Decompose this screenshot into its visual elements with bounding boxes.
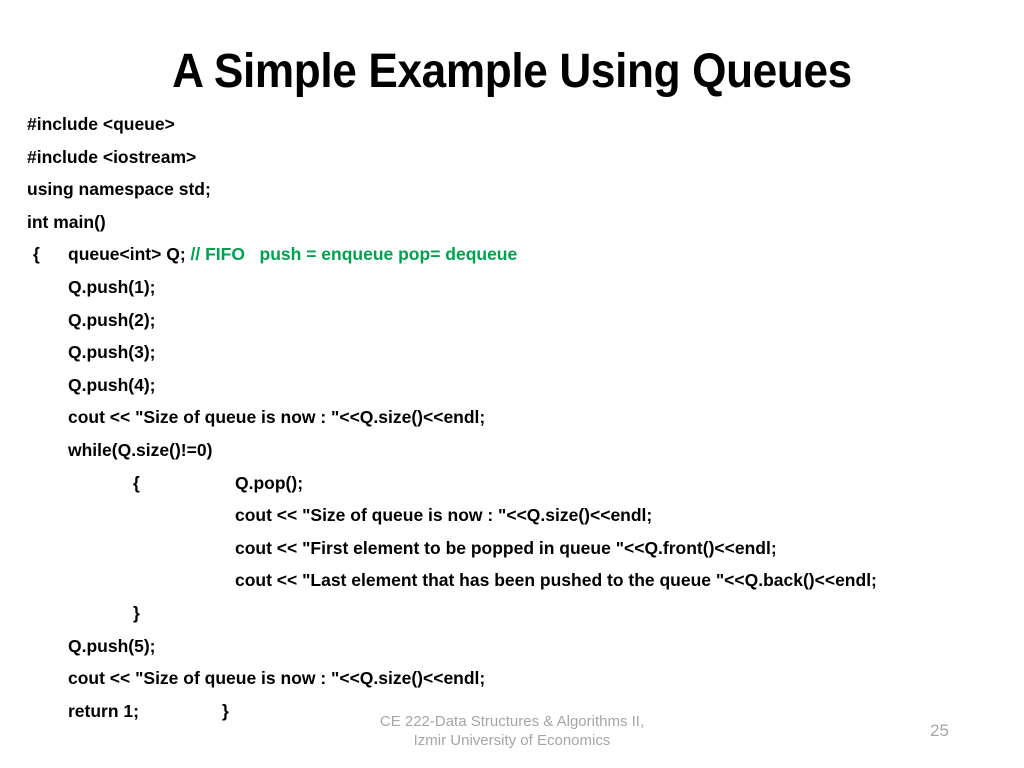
code-text: Q.push(2); — [68, 309, 156, 330]
code-line: cout << "Size of queue is now : "<<Q.siz… — [0, 662, 1024, 695]
code-line: int main() — [0, 206, 1024, 239]
footer-university-line: Izmir University of Economics — [413, 732, 611, 749]
code-text: #include <queue> — [27, 114, 175, 134]
code-line: Q.push(2); — [0, 304, 1024, 337]
code-text: #include <iostream> — [27, 146, 197, 167]
code-text: cout << "Size of queue is now : "<<Q.siz… — [235, 505, 653, 526]
code-text: Q.pop(); — [235, 472, 304, 493]
code-line: cout << "Last element that has been push… — [0, 564, 1024, 597]
code-line: #include <iostream> — [0, 141, 1024, 174]
page-title: A Simple Example Using Queues — [172, 45, 852, 98]
code-line: cout << "First element to be popped in q… — [0, 532, 1024, 565]
code-text: cout << "Size of queue is now : "<<Q.siz… — [68, 407, 486, 428]
code-line: Q.push(1); — [0, 271, 1024, 304]
page-number: 25 — [930, 721, 949, 740]
open-brace-main: { — [33, 244, 40, 265]
code-text: using namespace std; — [27, 179, 211, 200]
code-text: cout << "First element to be popped in q… — [235, 537, 777, 558]
code-text: Q.push(5); — [68, 635, 156, 656]
code-text: Q.push(1); — [68, 276, 156, 297]
code-text: Q.push(3); — [68, 342, 156, 363]
code-line: while(Q.size()!=0) — [0, 434, 1024, 467]
open-brace-while: { — [133, 472, 140, 493]
code-line: #include <queue> — [0, 108, 1024, 141]
code-block: #include <queue> #include <iostream> usi… — [0, 108, 1024, 727]
code-line: } — [0, 597, 1024, 630]
code-text: cout << "Last element that has been push… — [235, 570, 877, 591]
code-line: using namespace std; — [0, 173, 1024, 206]
code-text: return 1; — [68, 700, 139, 721]
code-line: cout << "Size of queue is now : "<<Q.siz… — [0, 401, 1024, 434]
code-line: Q.push(3); — [0, 336, 1024, 369]
code-line: Q.push(4); — [0, 369, 1024, 402]
code-comment: // FIFO push = enqueue pop= dequeue — [190, 244, 518, 265]
code-text: while(Q.size()!=0) — [68, 439, 213, 460]
code-line: { Q.pop(); — [0, 467, 1024, 500]
code-text: int main() — [27, 211, 106, 232]
close-brace-main: } — [221, 700, 229, 721]
code-line: cout << "Size of queue is now : "<<Q.siz… — [0, 499, 1024, 532]
slide-footer: CE 222-Data Structures & Algorithms II, … — [312, 712, 712, 750]
code-text: queue<int> Q; — [68, 244, 191, 265]
code-line: return 1;} — [0, 695, 1024, 728]
code-text: Q.push(4); — [68, 374, 156, 395]
code-line: { queue<int> Q; // FIFO push = enqueue po… — [0, 238, 1024, 271]
close-brace-while: } — [133, 602, 140, 623]
footer-course-line: CE 222-Data Structures & Algorithms II, — [379, 713, 645, 730]
code-line: Q.push(5); — [0, 630, 1024, 663]
code-text: cout << "Size of queue is now : "<<Q.siz… — [68, 668, 486, 689]
